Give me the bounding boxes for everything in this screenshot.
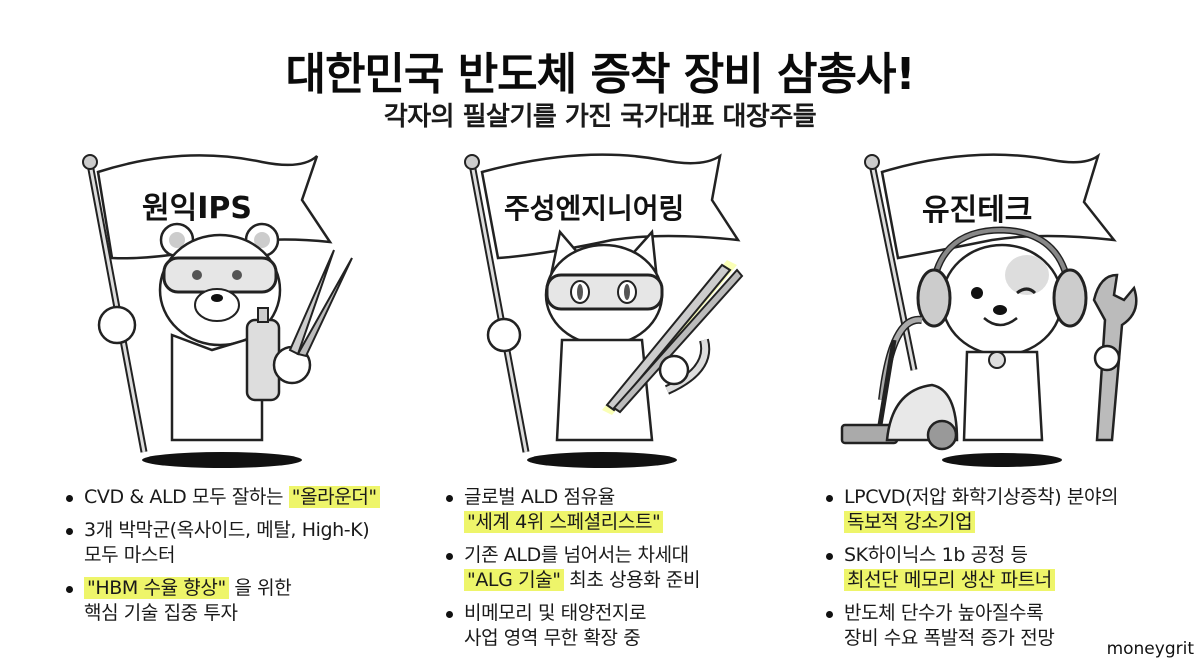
highlight: "세계 4위 스페셜리스트": [464, 511, 664, 533]
highlight: "ALG 기술": [464, 569, 564, 591]
flag-label-jusung: 주성엔지니어링: [504, 192, 684, 225]
cat-mascot-illustration: 주성엔지니어링: [464, 153, 744, 468]
feature-item: 기존 ALD를 넘어서는 차세대"ALG 기술" 최초 상용화 준비: [442, 543, 822, 593]
highlight: 최선단 메모리 생산 파트너: [844, 569, 1055, 591]
feature-list: CVD & ALD 모두 잘하는 "올라운더" 3개 박막군(옥사이드, 메탈,…: [62, 485, 442, 634]
flag-label-wonik: 원익IPS: [142, 191, 252, 226]
highlight: 독보적 강소기업: [844, 511, 976, 533]
highlight: "HBM 수율 향상": [84, 577, 229, 599]
highlight: "올라운더": [288, 486, 380, 508]
feature-item: CVD & ALD 모두 잘하는 "올라운더": [62, 485, 442, 510]
company-card-jusung: 주성엔지니어링 글로벌 ALD 점유율"세계 4위 스페셜리스트" 기존 ALD…: [442, 140, 802, 660]
page-subtitle: 각자의 필살기를 가진 국가대표 대장주들: [383, 102, 817, 132]
flag-label-eugene: 유진테크: [922, 193, 1032, 228]
feature-item: 글로벌 ALD 점유율"세계 4위 스페셜리스트": [442, 485, 822, 535]
feature-item: 3개 박막군(옥사이드, 메탈, High-K)모두 마스터: [62, 518, 442, 568]
dog-mascot-illustration: 유진테크: [840, 152, 1138, 467]
bear-mascot-illustration: 원익IPS: [82, 154, 353, 468]
page-title: 대한민국 반도체 증착 장비 삼총사!: [285, 49, 915, 100]
watermark: moneygrit: [1106, 639, 1194, 659]
feature-list: 글로벌 ALD 점유율"세계 4위 스페셜리스트" 기존 ALD를 넘어서는 차…: [442, 485, 822, 659]
company-card-wonik: 원익IPS CVD & ALD 모두 잘하는 "올라운더" 3개 박막군(옥사이…: [62, 140, 422, 660]
